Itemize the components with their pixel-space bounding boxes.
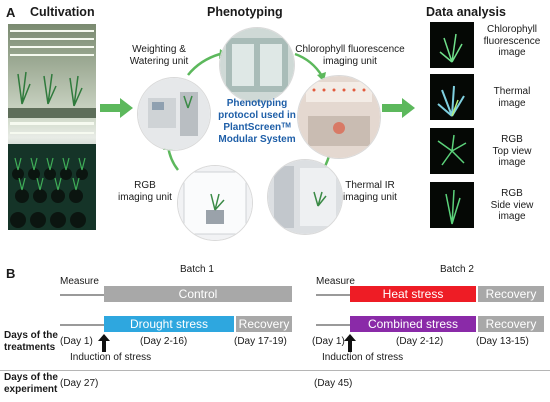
days-experiment-label: Days of the experiment: [4, 372, 58, 395]
arrow-up-icon: [98, 334, 110, 352]
exp-day27: (Day 27): [60, 378, 99, 389]
combined-stress-label: Combined stress: [367, 317, 459, 331]
weighting-unit-photo: [138, 78, 210, 150]
measure-line: [60, 294, 104, 296]
data-analysis-title: Data analysis: [426, 5, 506, 19]
heat-stress-bar: Heat stress: [350, 286, 476, 302]
batch1-label: Batch 1: [180, 264, 214, 275]
rgb-top-image-thumb: [430, 128, 474, 174]
recovery-label: Recovery: [485, 287, 537, 301]
measure-label-b1: Measure: [60, 276, 99, 287]
control-label: Control: [178, 287, 218, 301]
measure-line: [60, 324, 104, 326]
b1-day2-16: (Day 2-16): [140, 336, 188, 347]
rgb-unit-label: RGB imaging unit: [118, 180, 172, 203]
recovery-bar-b2-heat: Recovery: [478, 286, 544, 302]
cultivation-photo: [8, 24, 96, 230]
chlorophyll-imaging-photo: [298, 76, 380, 158]
recovery-bar-b2-combined: Recovery: [478, 316, 544, 332]
thermal-image-label: Thermal image: [493, 86, 531, 109]
thermal-unit-label: Thermal IR imaging unit: [343, 180, 397, 203]
arrow-right-icon: [382, 98, 415, 118]
rgb-side-image-thumb: [430, 182, 474, 228]
drought-stress-label: Drought stress: [129, 317, 209, 331]
measure-line: [316, 294, 350, 296]
exp-day45: (Day 45): [314, 378, 353, 389]
drought-stress-bar: Drought stress: [104, 316, 234, 332]
center-protocol-text: Phenotyping protocol used in PlantScreen…: [218, 98, 296, 145]
heat-stress-label: Heat stress: [382, 287, 444, 301]
arrow-right-icon: [100, 98, 133, 118]
panel-b-letter: B: [6, 266, 16, 281]
chlorophyll-unit-photo: [220, 28, 294, 102]
measure-label-b2: Measure: [316, 276, 355, 287]
b1-day1: (Day 1): [60, 336, 93, 347]
thermal-image-thumb: [430, 74, 474, 120]
rgb-side-image-label: RGB Side view image: [490, 188, 534, 222]
arrow-up-icon: [344, 334, 356, 352]
b1-day17-19: (Day 17-19): [234, 336, 287, 347]
thermal-unit-photo: [268, 160, 342, 234]
chlorophyll-image-label: Chlorophyll fluorescence image: [483, 24, 541, 58]
b2-day13-15: (Day 13-15): [476, 336, 529, 347]
recovery-bar-b1: Recovery: [236, 316, 292, 332]
recovery-label: Recovery: [238, 317, 290, 331]
chlorophyll-image-thumb: [430, 22, 474, 68]
chlorophyll-unit-label: Chlorophyll fluorescence imaging unit: [295, 44, 405, 67]
rgb-unit-photo: [178, 166, 252, 240]
separator-line: [0, 370, 550, 371]
induction-label-b1: Induction of stress: [70, 352, 152, 363]
phenotyping-title: Phenotyping: [207, 5, 283, 19]
b2-day1: (Day 1): [312, 336, 345, 347]
b2-day2-12: (Day 2-12): [396, 336, 444, 347]
panel-a-letter: A: [6, 5, 16, 20]
cultivation-title: Cultivation: [30, 5, 95, 19]
days-treatments-label: Days of the treatments: [4, 330, 58, 353]
combined-stress-bar: Combined stress: [350, 316, 476, 332]
recovery-label: Recovery: [485, 317, 537, 331]
measure-line: [316, 324, 350, 326]
batch2-label: Batch 2: [440, 264, 474, 275]
weighting-unit-label: Weighting & Watering unit: [129, 44, 189, 67]
control-bar: Control: [104, 286, 292, 302]
induction-label-b2: Induction of stress: [322, 352, 404, 363]
rgb-top-image-label: RGB Top view image: [492, 134, 532, 168]
